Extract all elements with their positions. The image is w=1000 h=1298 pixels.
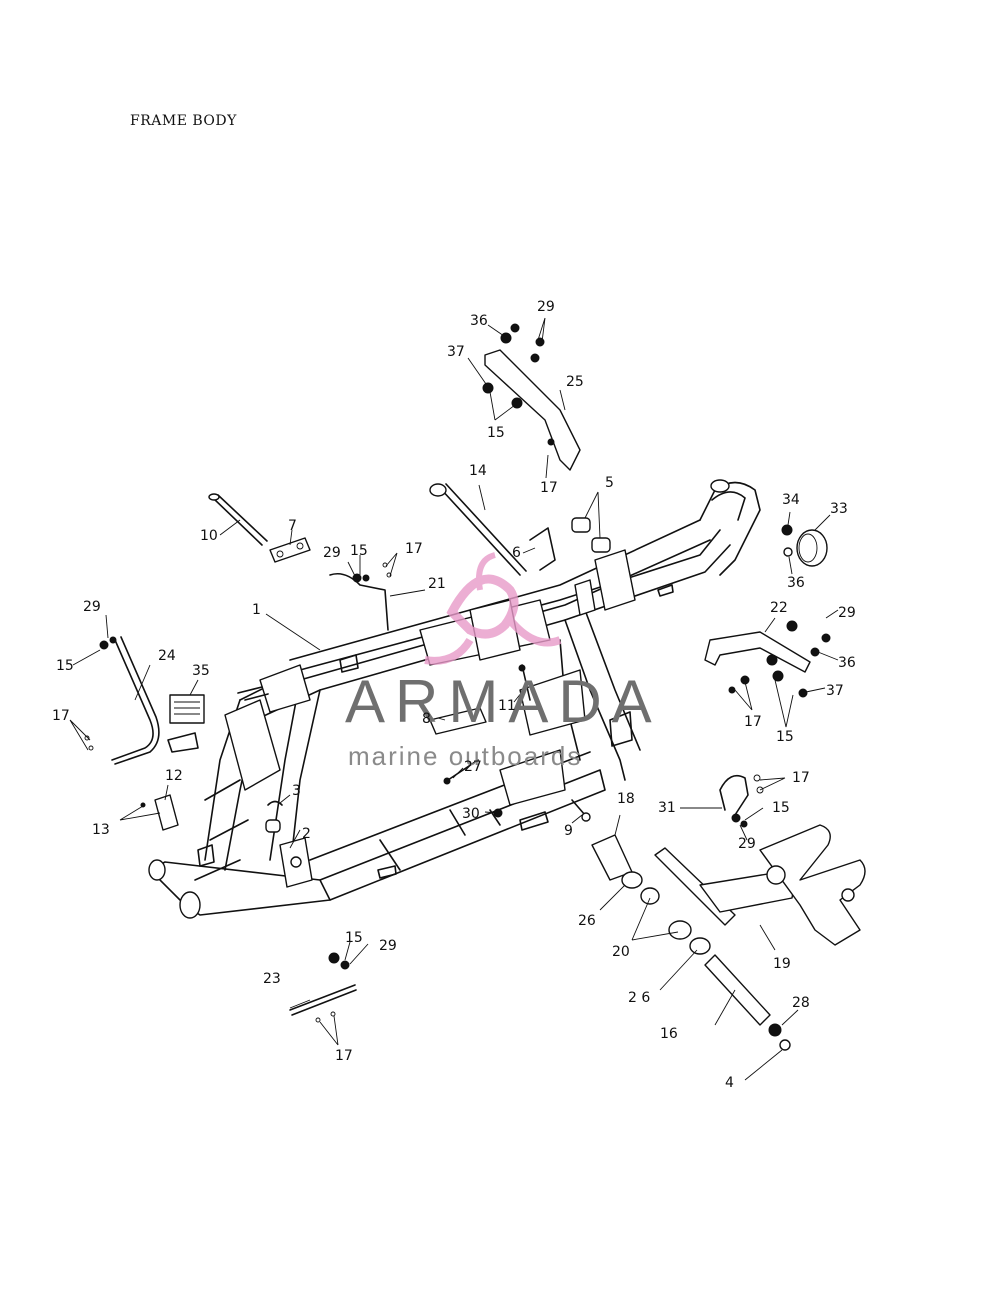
callout-15-f: 15 <box>345 930 363 946</box>
callout-12: 12 <box>165 768 183 784</box>
callout-10: 10 <box>200 528 218 544</box>
callout-3: 3 <box>292 783 301 799</box>
callouts: 1 2 3 4 5 6 7 8 9 10 11 12 13 14 15 15 1… <box>52 299 856 1091</box>
callout-19: 19 <box>773 956 791 972</box>
callout-8: 8 <box>422 711 431 727</box>
watermark-brand: ARMADA <box>345 668 662 735</box>
callout-17-f: 17 <box>335 1048 353 1064</box>
callout-37-a: 37 <box>447 344 465 360</box>
callout-15-e: 15 <box>772 800 790 816</box>
callout-36-b: 36 <box>838 655 856 671</box>
callout-20: 20 <box>612 944 630 960</box>
leader-lines <box>69 317 839 1081</box>
callout-6: 6 <box>512 545 521 561</box>
watermark: ARMADA marine outboards <box>345 552 662 771</box>
callout-28: 28 <box>792 995 810 1011</box>
callout-17-a: 17 <box>52 708 70 724</box>
callout-29-b: 29 <box>323 545 341 561</box>
callout-2: 2 <box>302 826 311 842</box>
page-title: FRAME BODY <box>130 113 237 129</box>
callout-29-d: 29 <box>838 605 856 621</box>
callout-5: 5 <box>605 475 614 491</box>
callout-17-d: 17 <box>744 714 762 730</box>
callout-14: 14 <box>469 463 487 479</box>
callout-30: 30 <box>462 806 480 822</box>
callout-11: 11 <box>498 698 516 714</box>
callout-29-a: 29 <box>537 299 555 315</box>
callout-33: 33 <box>830 501 848 517</box>
callout-7: 7 <box>288 518 297 534</box>
callout-34: 34 <box>782 492 800 508</box>
callout-9: 9 <box>564 823 573 839</box>
callout-17-b: 17 <box>540 480 558 496</box>
callout-17-e: 17 <box>792 770 810 786</box>
callout-29-c: 29 <box>83 599 101 615</box>
callout-36-a: 36 <box>470 313 488 329</box>
callout-31: 31 <box>658 800 676 816</box>
loose-parts <box>84 323 866 1051</box>
watermark-tagline: marine outboards <box>348 741 582 771</box>
callout-21: 21 <box>428 576 446 592</box>
callout-29-f: 29 <box>379 938 397 954</box>
callout-15-a: 15 <box>56 658 74 674</box>
callout-25: 25 <box>566 374 584 390</box>
callout-15-d: 15 <box>776 729 794 745</box>
callout-1: 1 <box>252 602 261 618</box>
callout-29-e: 29 <box>738 836 756 852</box>
callout-26-a: 26 <box>578 913 596 929</box>
logo-mark <box>424 552 562 665</box>
callout-27: 27 <box>464 759 482 775</box>
callout-15-b: 15 <box>350 543 368 559</box>
callout-36-c: 36 <box>787 575 805 591</box>
callout-18: 18 <box>617 791 635 807</box>
callout-17-c: 17 <box>405 541 423 557</box>
callout-16: 16 <box>660 1026 678 1042</box>
callout-26-b: 2 6 <box>628 990 650 1006</box>
callout-22: 22 <box>770 600 788 616</box>
callout-13: 13 <box>92 822 110 838</box>
callout-24: 24 <box>158 648 176 664</box>
callout-4: 4 <box>725 1075 734 1091</box>
callout-37-b: 37 <box>826 683 844 699</box>
callout-35: 35 <box>192 663 210 679</box>
callout-23: 23 <box>263 971 281 987</box>
callout-15-c: 15 <box>487 425 505 441</box>
